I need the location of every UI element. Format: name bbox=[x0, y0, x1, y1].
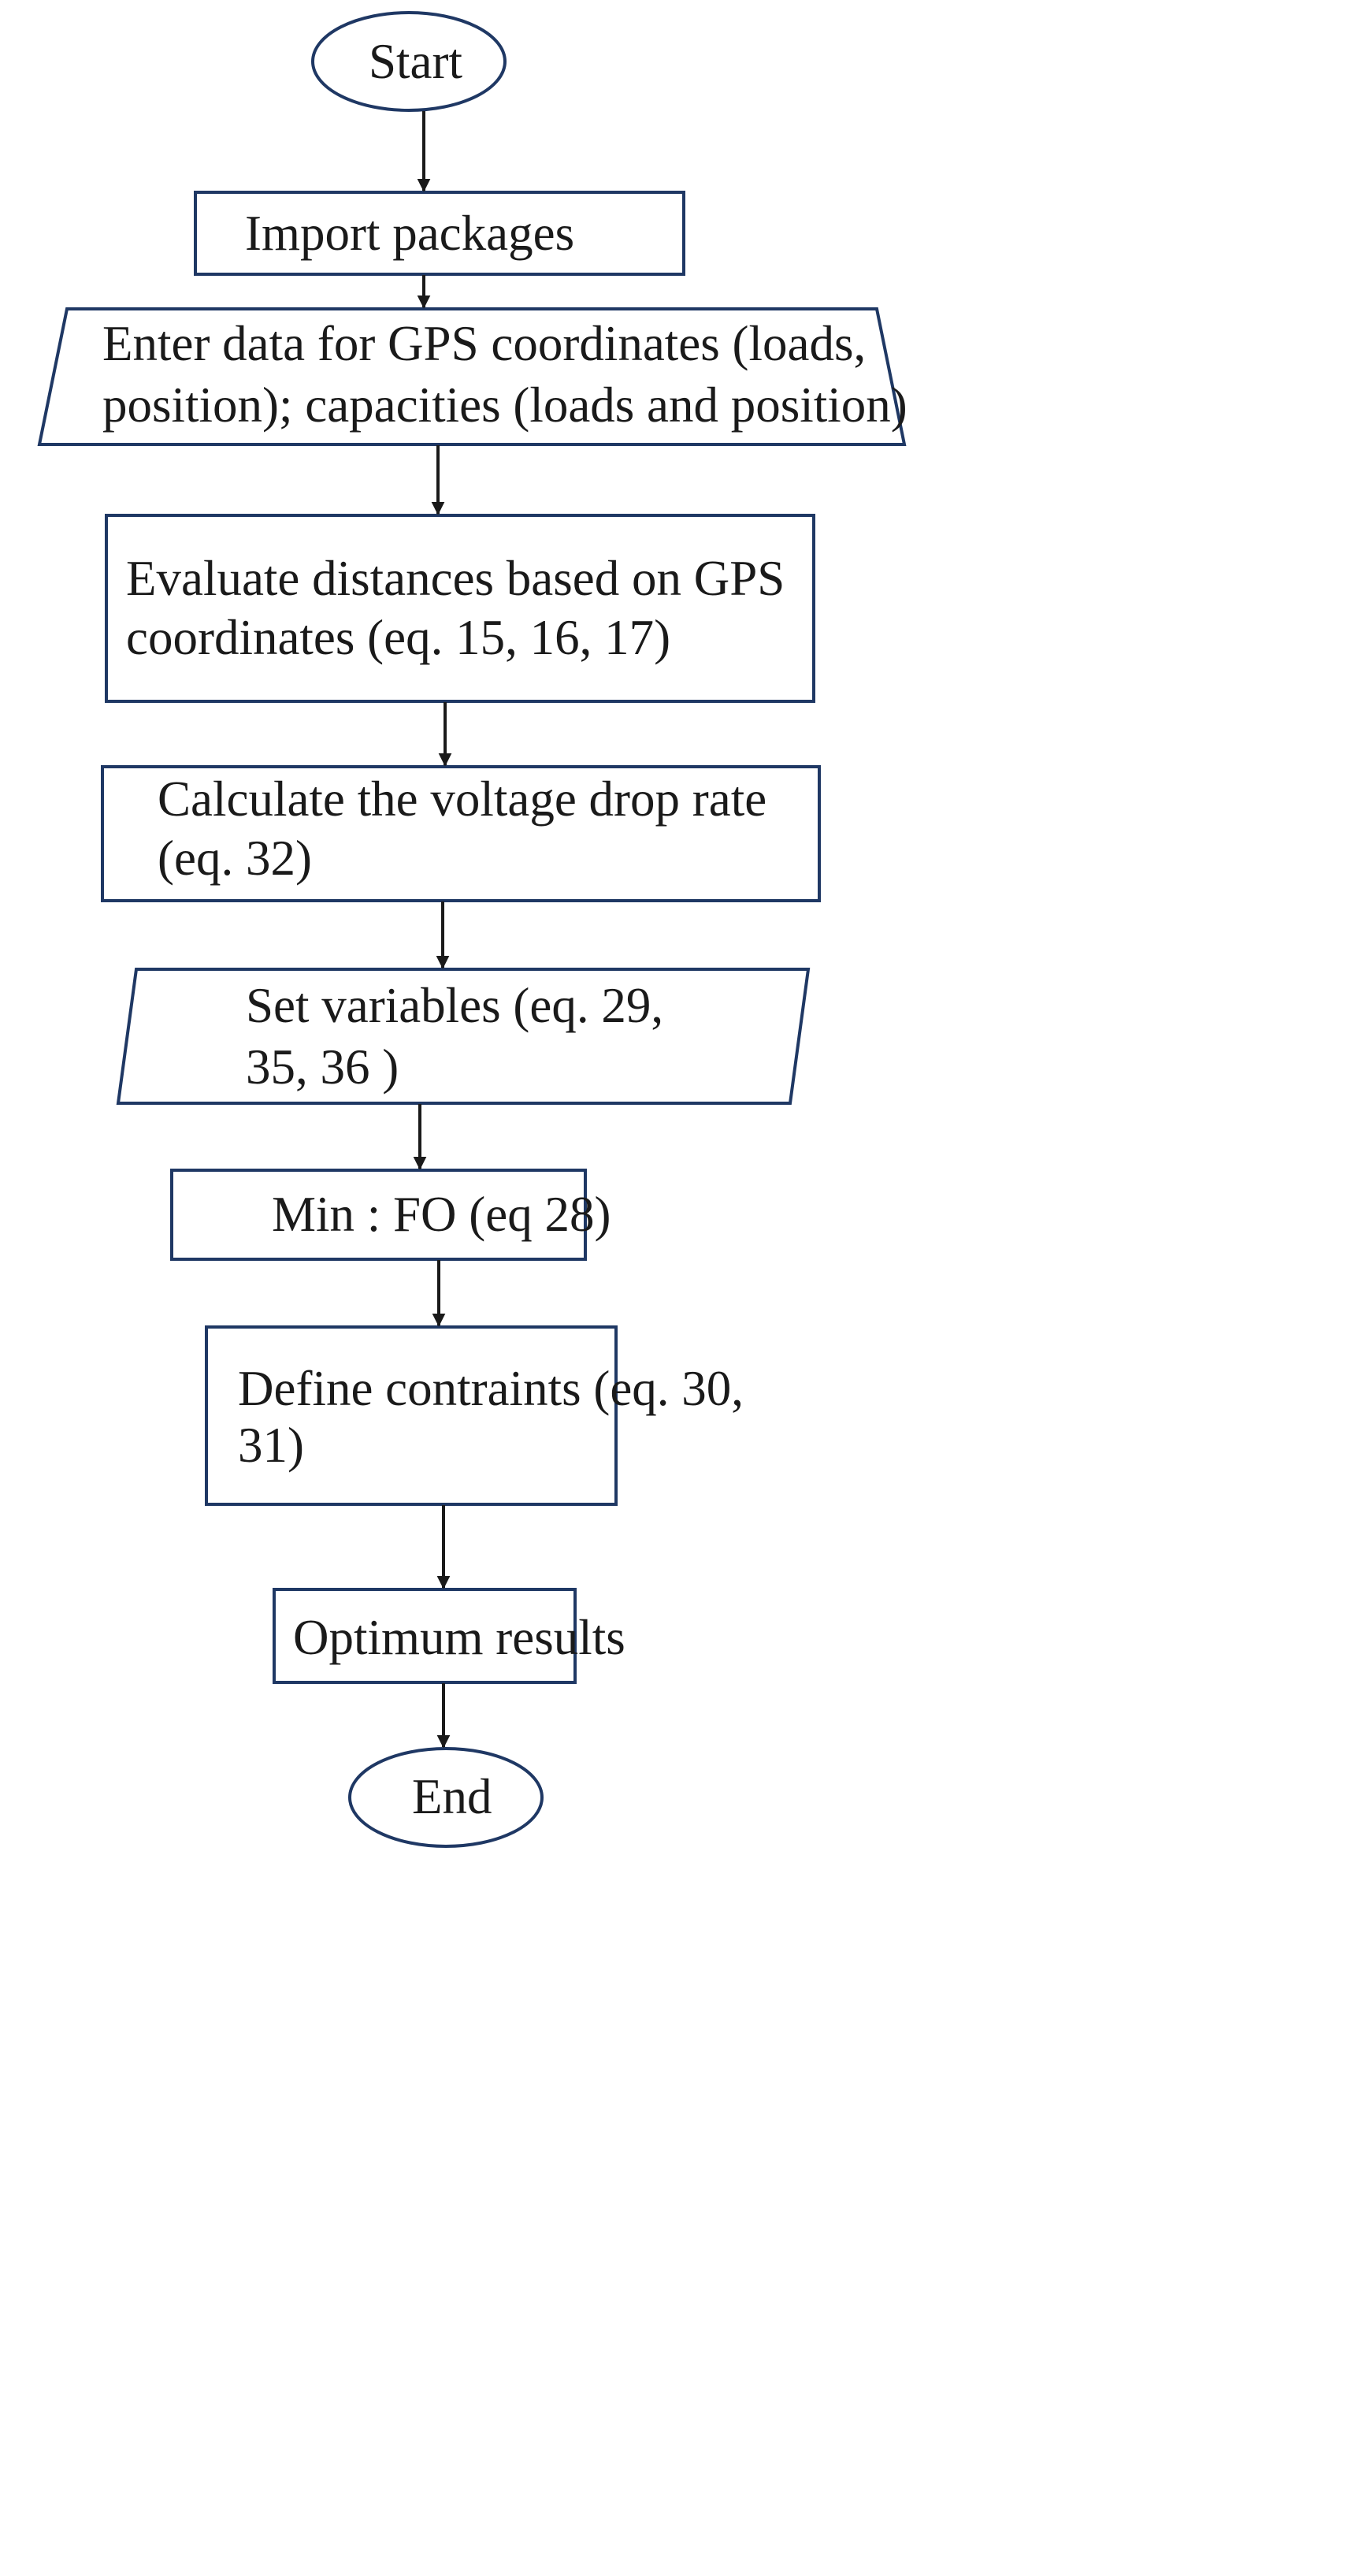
evaluate-distances-label-line1: Evaluate distances based on GPS bbox=[126, 551, 785, 606]
import-packages-label: Import packages bbox=[245, 206, 575, 261]
evaluate-distances-label-line2: coordinates (eq. 15, 16, 17) bbox=[126, 610, 671, 665]
enter-data-label-line2: position); capacities (loads and positio… bbox=[102, 377, 907, 433]
start-label: Start bbox=[369, 34, 462, 89]
optimum-results-label: Optimum results bbox=[293, 1610, 625, 1665]
import-packages-box bbox=[194, 191, 685, 276]
voltage-drop-box bbox=[101, 765, 821, 902]
set-variables-label-line1: Set variables (eq. 29, bbox=[246, 978, 664, 1033]
set-variables-parallelogram bbox=[116, 968, 811, 1105]
enter-data-parallelogram bbox=[37, 307, 907, 446]
enter-data-label-line1: Enter data for GPS coordinates (loads, bbox=[102, 316, 867, 371]
constraints-label-line2: 31) bbox=[238, 1418, 304, 1473]
evaluate-distances-box bbox=[105, 514, 815, 703]
constraints-label-line1: Define contraints (eq. 30, bbox=[238, 1361, 744, 1416]
optimum-results-box bbox=[273, 1588, 577, 1684]
start-terminator bbox=[311, 11, 507, 112]
end-terminator bbox=[348, 1747, 544, 1848]
set-variables-label-line2: 35, 36 ) bbox=[246, 1039, 399, 1095]
voltage-drop-label-line1: Calculate the voltage drop rate bbox=[158, 771, 767, 827]
end-label: End bbox=[412, 1769, 492, 1824]
voltage-drop-label-line2: (eq. 32) bbox=[158, 831, 312, 886]
constraints-box bbox=[205, 1325, 618, 1506]
objective-box bbox=[170, 1169, 587, 1261]
objective-label: Min : FO (eq 28) bbox=[272, 1187, 611, 1242]
